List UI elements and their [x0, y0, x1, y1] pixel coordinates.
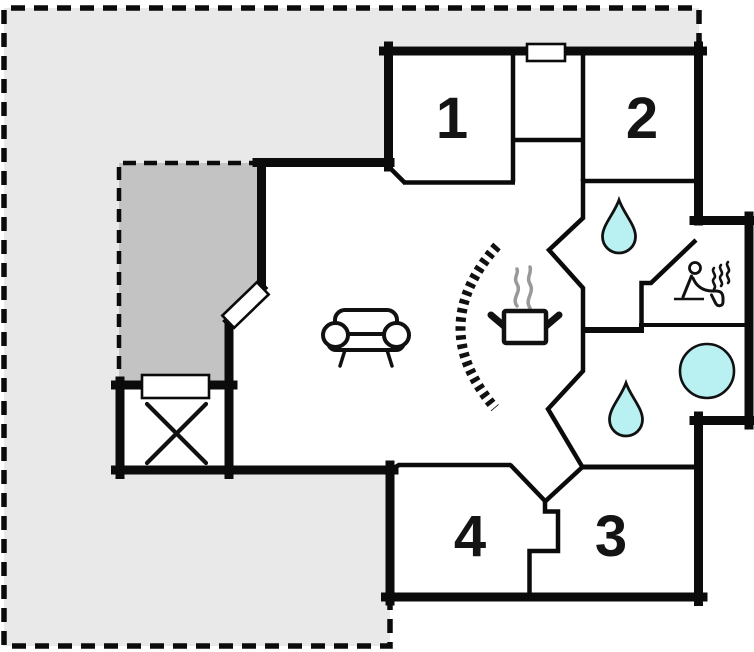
door-window-symbols	[140, 42, 567, 400]
room-2-label: 2	[626, 86, 658, 151]
steaming-pot-icon	[487, 265, 563, 346]
steam-lines	[513, 265, 534, 310]
interior-walls	[387, 48, 750, 598]
room3-room4-wall	[527, 500, 561, 598]
terrace-dashed-border	[1, 5, 702, 649]
terrace-door	[220, 280, 271, 330]
sauna-person-steam-icon	[674, 260, 731, 308]
house-floor	[116, 46, 753, 601]
storage-window	[140, 373, 211, 400]
room-1-label: 1	[436, 86, 468, 151]
water-icons	[601, 195, 736, 438]
entrance-window	[525, 42, 567, 63]
room-4-label: 4	[454, 504, 486, 569]
sofa-icon	[321, 308, 411, 368]
water-drop-icon-top	[601, 195, 637, 255]
sauna-walls	[639, 238, 698, 327]
cross-icon	[144, 401, 209, 466]
room-3-label: 3	[595, 504, 627, 569]
sauna-steam-lines	[711, 260, 731, 291]
water-drop-icon-bottom	[608, 378, 644, 438]
covered-terrace-dashed-border	[116, 160, 262, 385]
kitchen-divider-dashed-arc	[455, 242, 501, 412]
hot-tub-circle-icon	[678, 342, 736, 400]
bath-hall-zigzag-wall	[545, 179, 586, 470]
